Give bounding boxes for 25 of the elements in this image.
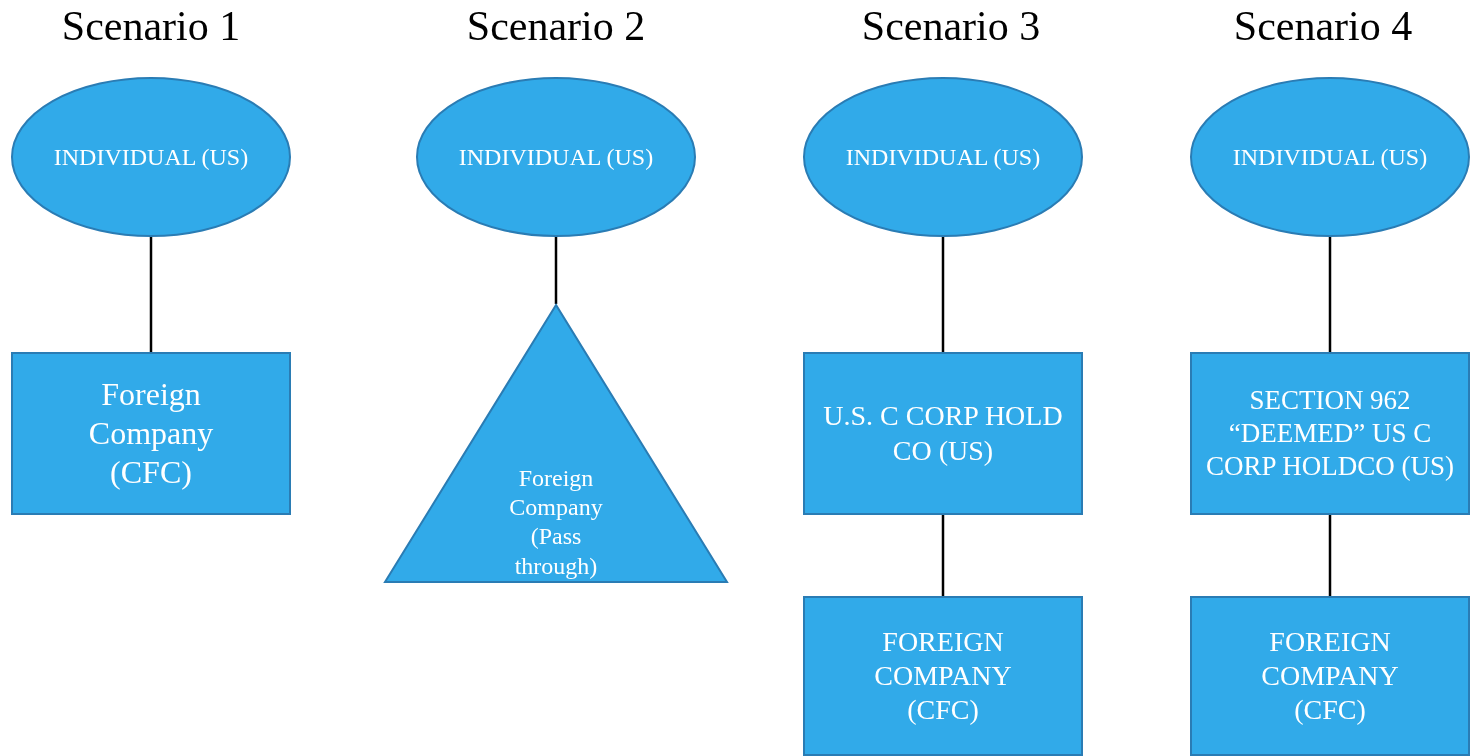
connector-line	[1328, 515, 1332, 596]
connector-line	[941, 237, 945, 352]
node-text: Foreign Company (Pass through)	[508, 463, 604, 581]
entity-box	[803, 352, 1083, 515]
scenario-heading: Scenario 4	[1233, 2, 1413, 50]
scenario-heading: Scenario 1	[61, 2, 241, 50]
entity-box	[1190, 352, 1470, 515]
node-text: INDIVIDUAL (US)	[1232, 142, 1428, 172]
node-text: INDIVIDUAL (US)	[53, 142, 249, 172]
connector-line	[1328, 237, 1332, 352]
node-text: FOREIGN COMPANY (CFC)	[1260, 624, 1400, 728]
node-text: U.S. C CORP HOLD CO (US)	[823, 399, 1063, 468]
node-text: SECTION 962 “DEEMED” US C CORP HOLDCO (US)	[1205, 384, 1455, 483]
connector-line	[554, 237, 558, 304]
node-text: Foreign Company (CFC)	[87, 374, 215, 492]
entity-box	[803, 596, 1083, 756]
entity-box	[11, 352, 291, 515]
node-text: FOREIGN COMPANY (CFC)	[873, 624, 1013, 728]
scenario-heading: Scenario 3	[861, 2, 1041, 50]
connector-line	[941, 515, 945, 596]
node-text: INDIVIDUAL (US)	[845, 142, 1041, 172]
node-text: INDIVIDUAL (US)	[458, 142, 654, 172]
scenario-heading: Scenario 2	[466, 2, 646, 50]
entity-box	[1190, 596, 1470, 756]
connector-line	[149, 237, 153, 352]
